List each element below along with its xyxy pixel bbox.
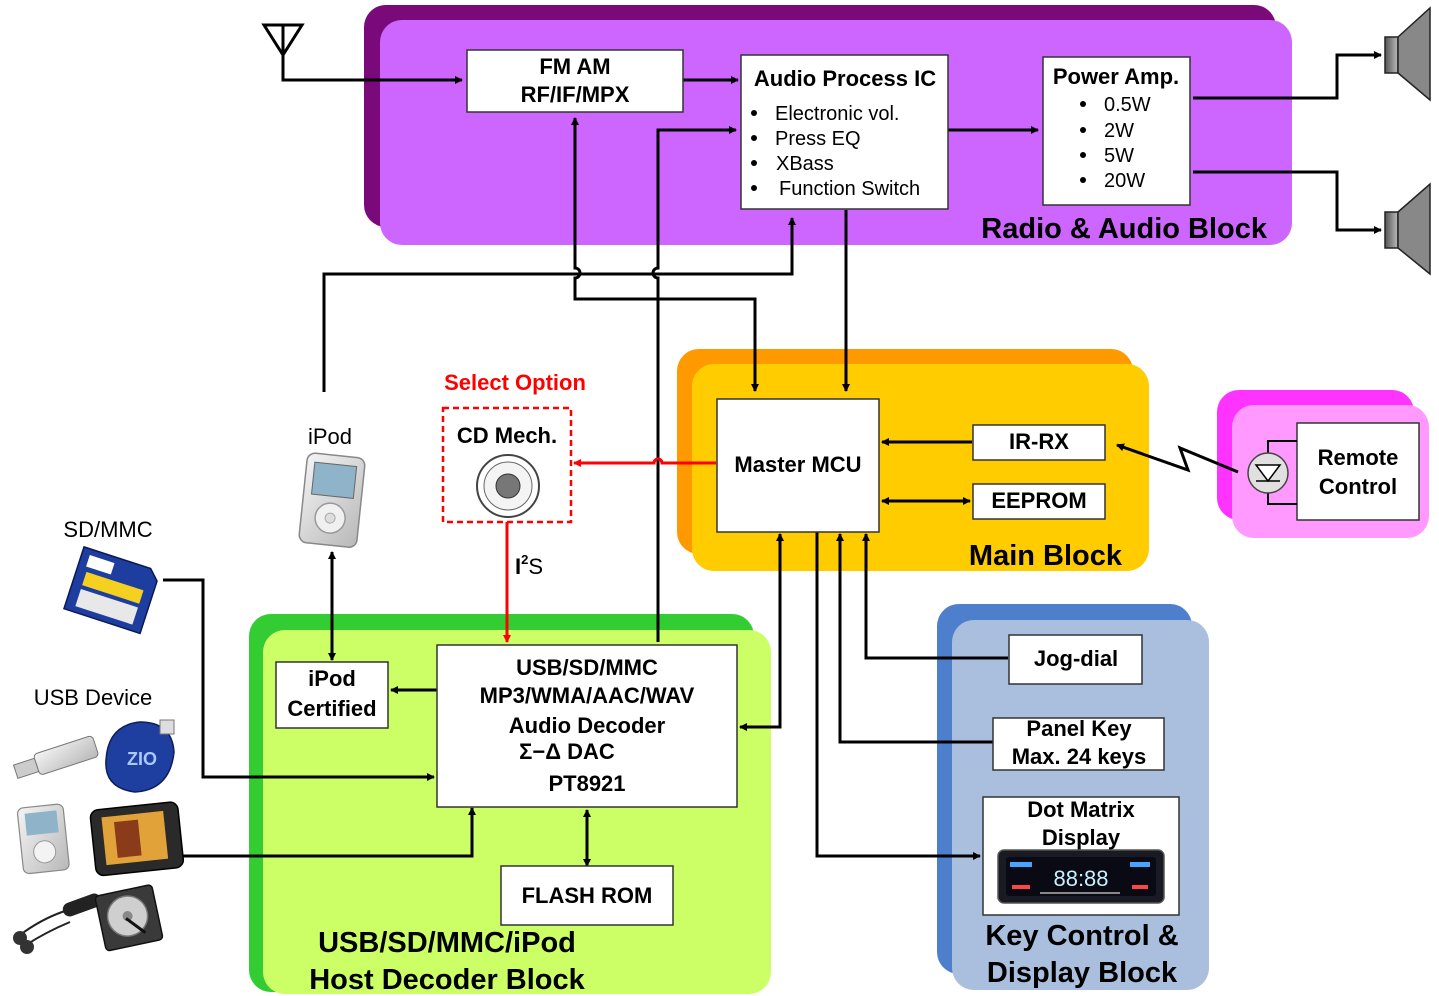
sd-to-decoder-wire — [163, 578, 435, 781]
usb-device-label: USB Device — [34, 685, 153, 710]
i2s-label: I2S — [515, 552, 543, 579]
eeprom-label: EEPROM — [991, 488, 1086, 513]
bullet-icon — [1080, 152, 1086, 158]
bullet-icon — [1080, 177, 1086, 183]
remote-control-box: Remote Control — [1267, 422, 1420, 521]
main-block-label: Main Block — [969, 540, 1123, 572]
panelkey-to-mcu-wire — [836, 533, 994, 744]
panel-key-label-1: Panel Key — [1026, 716, 1132, 741]
audio-process-item: Function Switch — [779, 178, 920, 200]
tuner-box: FM AM RF/IF/MPX — [466, 49, 684, 113]
audio-process-item: XBass — [776, 153, 834, 175]
master-mcu-label: Master MCU — [734, 452, 861, 477]
audio-process-title: Audio Process IC — [754, 66, 936, 91]
amp-to-speaker-1-wire — [1193, 51, 1382, 100]
power-amp-item: 0.5W — [1104, 94, 1151, 116]
bullet-icon — [751, 160, 757, 166]
signal-wires — [163, 23, 1382, 867]
bullet-icon — [751, 185, 757, 191]
ir-rx-box: IR-RX — [972, 424, 1106, 461]
cd-mech-box: CD Mech. — [441, 406, 573, 524]
media-player-icon — [89, 801, 185, 877]
svg-text:88:88: 88:88 — [1053, 866, 1108, 891]
ipod-icon — [298, 452, 366, 548]
dot-matrix-label-2: Display — [1042, 825, 1121, 850]
select-option-wires — [503, 457, 716, 643]
power-amp-item: 5W — [1104, 145, 1134, 167]
select-option-label: Select Option — [444, 370, 586, 395]
ipod-to-audio-wire — [322, 217, 796, 392]
tuner-label-1: FM AM — [539, 54, 610, 79]
ir-rx-label: IR-RX — [1009, 429, 1069, 454]
host-decoder-block-label-1: USB/SD/MMC/iPod — [318, 927, 576, 959]
cd-mech-label: CD Mech. — [457, 423, 557, 448]
usb-reader-icon: ZIO — [105, 719, 175, 793]
audio-process-item: Electronic vol. — [775, 103, 900, 125]
dot-matrix-box: Dot Matrix Display 88:88 — [982, 796, 1180, 916]
flash-rom-box: FLASH ROM — [500, 865, 674, 926]
audio-decoder-box: USB/SD/MMC MP3/WMA/AAC/WAV Audio Decoder… — [436, 644, 738, 808]
svg-text:ZIO: ZIO — [127, 749, 157, 769]
ipod-certified-label-1: iPod — [308, 666, 356, 691]
flash-rom-label: FLASH ROM — [522, 883, 653, 908]
jog-dial-label: Jog-dial — [1034, 646, 1118, 671]
power-amp-item: 20W — [1104, 170, 1145, 192]
mcu-to-display-wire — [815, 532, 981, 860]
decoder-line: USB/SD/MMC — [516, 655, 658, 680]
sd-card-icon — [63, 545, 158, 635]
key-display-block-label-1: Key Control & — [985, 920, 1178, 952]
ir-signal-icon — [1116, 443, 1239, 474]
power-amp-box: Power Amp. 0.5W 2W 5W 20W — [1042, 56, 1191, 206]
bullet-icon — [751, 135, 757, 141]
jogdial-to-mcu-wire — [862, 533, 1008, 660]
tuner-label-2: RF/IF/MPX — [521, 82, 630, 107]
dot-matrix-label-1: Dot Matrix — [1027, 797, 1135, 822]
mcu-to-tuner-wire — [571, 117, 759, 392]
master-mcu-box: Master MCU — [716, 398, 880, 533]
audio-process-item: Press EQ — [775, 128, 861, 150]
decoder-line: PT8921 — [548, 771, 625, 796]
power-amp-item: 2W — [1104, 120, 1134, 142]
decoder-line: Audio Decoder — [509, 713, 666, 738]
radio-audio-block-label: Radio & Audio Block — [981, 213, 1268, 245]
panel-key-box: Panel Key Max. 24 keys — [992, 716, 1165, 771]
audio-process-box: Audio Process IC Electronic vol. Press E… — [740, 54, 949, 210]
key-display-block-label-2: Display Block — [987, 957, 1178, 989]
amp-to-speaker-2-wire — [1193, 170, 1382, 234]
remote-label-1: Remote — [1318, 445, 1399, 470]
jog-dial-box: Jog-dial — [1008, 634, 1143, 685]
bullet-icon — [1080, 127, 1086, 133]
ipod-certified-label-2: Certified — [287, 696, 376, 721]
usb-stick-icon — [12, 735, 99, 780]
speaker-icon — [1384, 182, 1431, 276]
usb-to-decoder-wire — [180, 807, 476, 858]
decoder-line: MP3/WMA/AAC/WAV — [480, 683, 695, 708]
power-amp-title: Power Amp. — [1053, 64, 1179, 89]
ir-led-icon — [1247, 452, 1289, 494]
mp3-player-icon — [16, 803, 70, 875]
mcu-to-cd-wire — [573, 457, 716, 467]
ipod-certified-box: iPod Certified — [275, 661, 389, 729]
bullet-icon — [1080, 101, 1086, 107]
lcd-display-icon: 88:88 — [997, 849, 1165, 904]
ipod-device-label: iPod — [308, 424, 352, 449]
panel-key-label-2: Max. 24 keys — [1012, 744, 1147, 769]
decoder-line: Σ−Δ DAC — [519, 739, 615, 764]
remote-label-2: Control — [1319, 474, 1397, 499]
host-decoder-block-label-2: Host Decoder Block — [309, 964, 585, 996]
earphone-icon — [13, 893, 102, 954]
bullet-icon — [751, 110, 757, 116]
hard-drive-icon — [94, 884, 164, 952]
sd-mmc-device-label: SD/MMC — [63, 517, 152, 542]
eeprom-box: EEPROM — [972, 483, 1106, 520]
mcu-decoder-wire — [739, 533, 784, 731]
speaker-icon — [1384, 6, 1431, 102]
antenna-to-tuner-wire — [281, 25, 463, 84]
